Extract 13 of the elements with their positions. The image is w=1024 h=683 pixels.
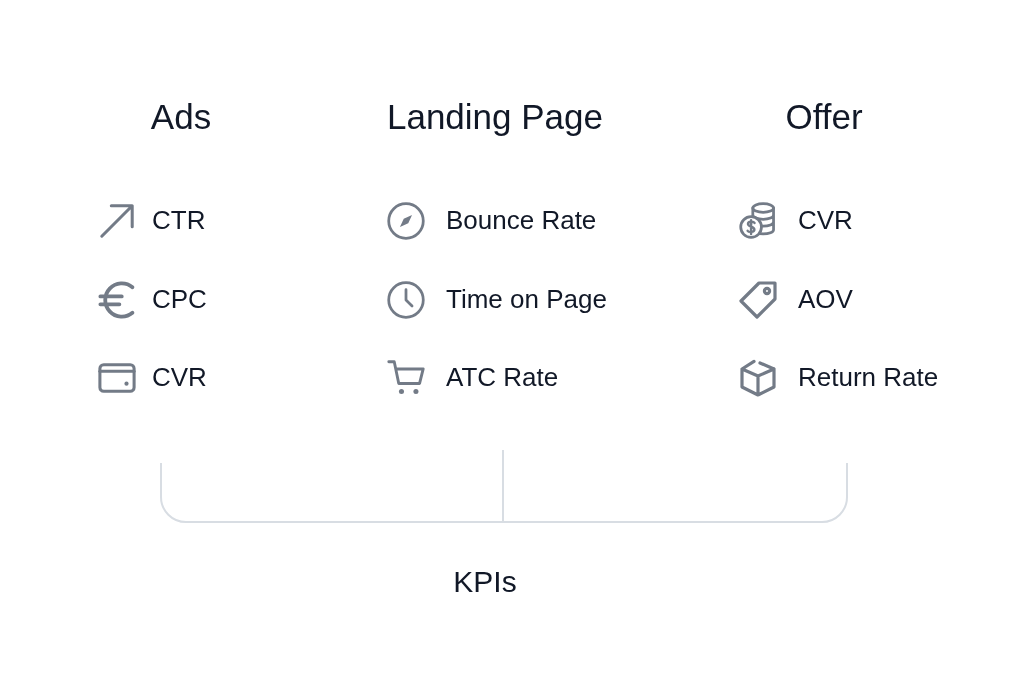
column-heading: Landing Page — [387, 96, 603, 138]
metric-label: CVR — [798, 206, 853, 236]
metric-label: CVR — [152, 363, 207, 393]
column-heading: Offer — [785, 96, 863, 138]
metric-label: Return Rate — [798, 363, 939, 393]
metric-label: AOV — [798, 285, 853, 315]
metric-label: CTR — [152, 206, 206, 236]
metric-label: ATC Rate — [446, 363, 559, 393]
metric-label: CPC — [152, 285, 207, 315]
metric-label: Time on Page — [446, 285, 607, 315]
metric-label: Bounce Rate — [446, 206, 597, 236]
group-label: KPIs — [453, 564, 517, 600]
column-heading: Ads — [150, 96, 212, 138]
